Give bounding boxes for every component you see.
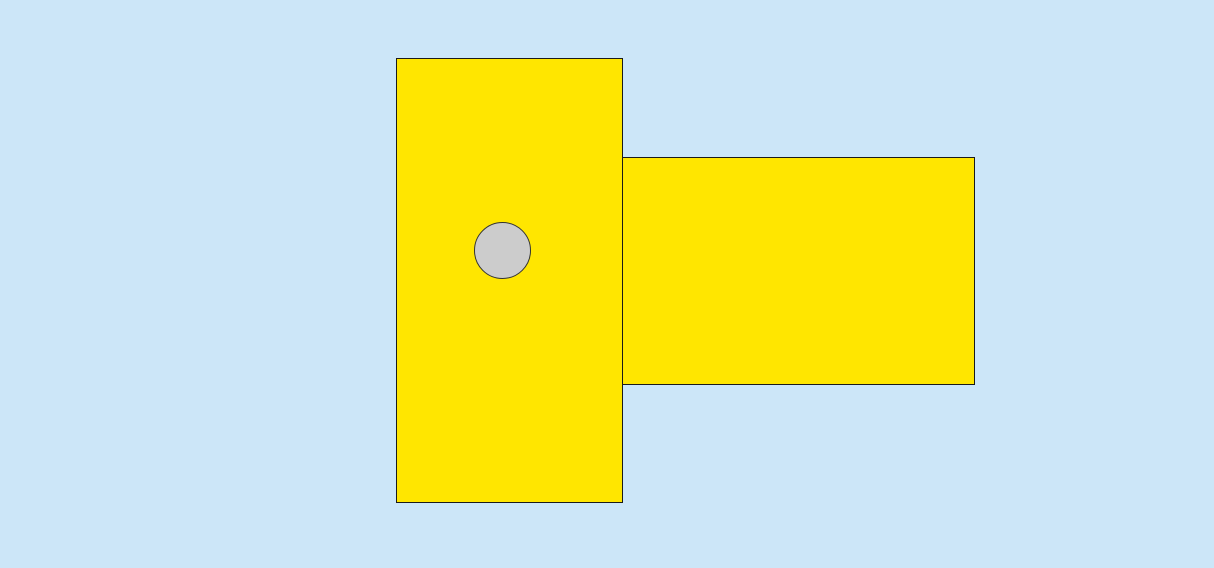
tall-yellow-rectangle bbox=[396, 58, 623, 503]
gray-circle bbox=[474, 222, 531, 279]
wide-yellow-rectangle bbox=[622, 157, 975, 385]
